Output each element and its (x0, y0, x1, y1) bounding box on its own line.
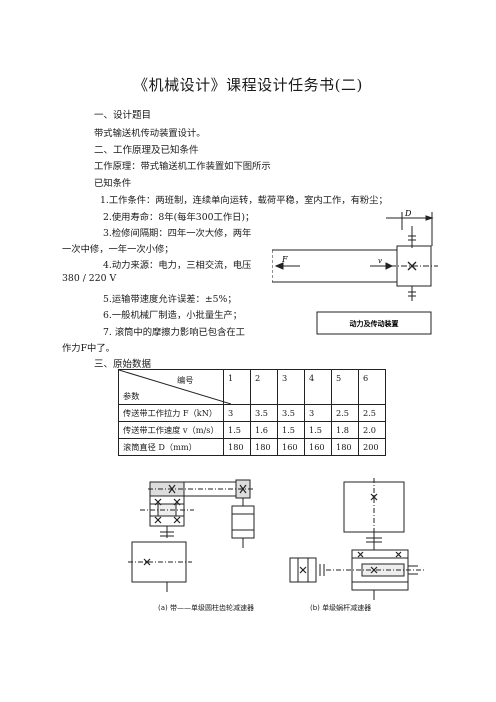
working-principle: 工作原理：带式输送机工作装置如下图所示 (94, 161, 271, 172)
section2-heading: 二、工作原理及已知条件 (94, 145, 199, 156)
table-cell: 1.5 (223, 421, 251, 439)
caption-b: (b) 单级蜗杆减速器 (310, 604, 372, 612)
col-header-3: 3 (277, 369, 305, 405)
parameter-table: 编号 参数 1 2 3 4 5 6 传送带工作拉力 F（kN） 3 3.5 3.… (118, 369, 386, 456)
condition-4b: 380 / 220 V (62, 273, 117, 284)
table-row: 滚筒直径 D（mm） 180 180 160 160 180 200 (118, 438, 386, 456)
page-title: 《机械设计》课程设计任务书(二) (133, 76, 363, 94)
corner-top-label: 编号 (177, 375, 194, 385)
known-conditions-label: 已知条件 (94, 178, 132, 189)
corner-diagonal (119, 370, 231, 404)
col-header-5: 5 (331, 369, 359, 405)
table-cell: 2.5 (331, 404, 359, 422)
worm-reducer-diagram (289, 478, 424, 600)
col-header-2: 2 (250, 369, 278, 405)
table-cell: 2.5 (358, 404, 386, 422)
table-cell: 1.8 (331, 421, 359, 439)
conveyor-figure: D F v 动力及传动装置 (272, 209, 438, 335)
condition-7a: 7. 滚筒中的摩擦力影响已包含在工 (103, 327, 245, 338)
col-header-4: 4 (304, 369, 332, 405)
power-box-label: 动力及传动装置 (350, 319, 399, 328)
condition-4a: 4.动力来源：电力，三相交流，电压 (103, 260, 252, 271)
row-label: 滚筒直径 D（mm） (118, 438, 224, 456)
table-cell: 2.0 (358, 421, 386, 439)
table-cell: 1.5 (277, 421, 305, 439)
caption-a: (a) 带——单级圆柱齿轮减速器 (158, 604, 254, 612)
table-cell: 1.6 (250, 421, 278, 439)
col-header-6: 6 (358, 369, 386, 405)
condition-6: 6.一般机械厂制造，小批量生产； (103, 310, 243, 321)
force-label: F (281, 255, 288, 264)
table-cell: 200 (358, 438, 386, 456)
corner-bottom-label: 参数 (123, 391, 140, 401)
velocity-label: v (378, 257, 382, 265)
section1-text: 带式输送机传动装置设计。 (94, 128, 206, 139)
table-header-row: 编号 参数 1 2 3 4 5 6 (118, 369, 386, 405)
table-cell: 180 (250, 438, 278, 456)
condition-3a: 3.检修间隔期：四年一次大修，两年 (103, 228, 252, 239)
condition-1: 1.工作条件：两班制，连续单向运转，载荷平稳，室内工作，有粉尘； (100, 195, 388, 206)
section1-heading: 一、设计题目 (94, 110, 152, 121)
table-cell: 1.5 (304, 421, 332, 439)
condition-3b: 一次中修，一年一次小修； (62, 244, 174, 255)
table-corner-cell: 编号 参数 (118, 369, 231, 405)
gear-reducer-diagram (128, 479, 255, 592)
table-cell: 160 (277, 438, 305, 456)
row-label: 传送带工作速度 v（m/s） (118, 421, 224, 439)
table-cell: 180 (223, 438, 251, 456)
table-cell: 180 (331, 438, 359, 456)
condition-5: 5.运输带速度允许误差：±5%； (103, 294, 237, 305)
table-row: 传送带工作速度 v（m/s） 1.5 1.6 1.5 1.5 1.8 2.0 (118, 421, 386, 439)
table-cell: 160 (304, 438, 332, 456)
row-label: 传送带工作拉力 F（kN） (118, 404, 224, 422)
table-cell: 3.5 (250, 404, 278, 422)
table-cell: 3 (223, 404, 251, 422)
table-row: 传送带工作拉力 F（kN） 3 3.5 3.5 3 2.5 2.5 (118, 404, 386, 422)
table-cell: 3.5 (277, 404, 305, 422)
diameter-label: D (404, 209, 412, 218)
section3-heading: 三、原始数据 (94, 359, 152, 370)
condition-7b: 作力F中了。 (62, 343, 115, 354)
table-cell: 3 (304, 404, 332, 422)
condition-2: 2.使用寿命：8年(每年300工作日)； (103, 212, 255, 223)
